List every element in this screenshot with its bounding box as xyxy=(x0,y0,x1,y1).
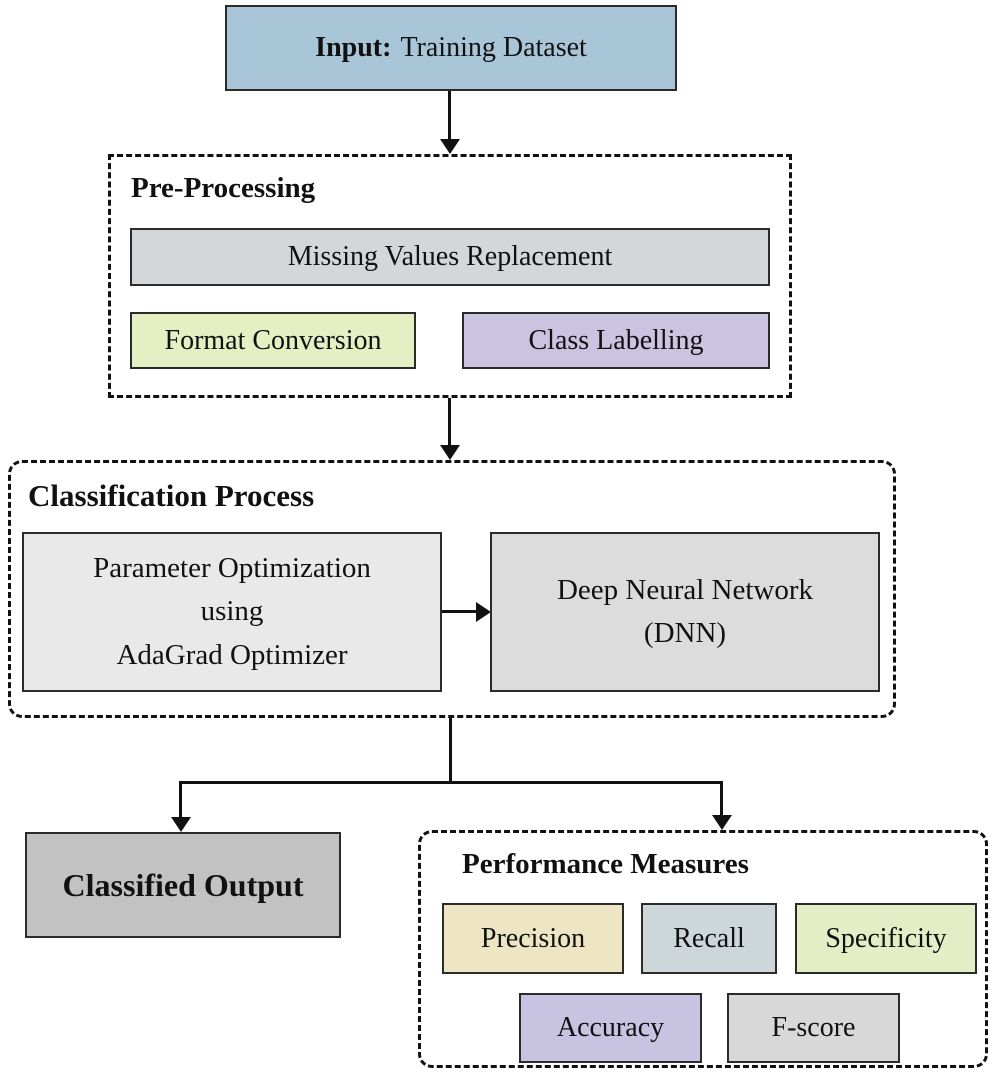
arrowhead-input-to-preprocessing xyxy=(440,139,460,154)
connector-split-line xyxy=(180,781,723,784)
parameter-optimization-line3: AdaGrad Optimizer xyxy=(116,638,348,671)
connector-right-branch-line xyxy=(720,781,723,817)
arrow-line-preprocessing-to-classification xyxy=(448,398,451,446)
parameter-optimization-line2: using xyxy=(200,595,264,628)
performance-title: Performance Measures xyxy=(462,848,749,880)
arrowhead-preprocessing-to-classification xyxy=(440,445,460,460)
dnn-line2: (DNN) xyxy=(643,617,727,649)
connector-left-branch-line xyxy=(179,781,182,819)
specificity-box: Specificity xyxy=(795,903,977,974)
connector-stem-line xyxy=(449,716,452,783)
parameter-optimization-box: Parameter Optimization using AdaGrad Opt… xyxy=(22,532,442,692)
arrowhead-to-classified-output xyxy=(171,817,191,832)
missing-values-replacement-box: Missing Values Replacement xyxy=(130,228,770,286)
format-conversion-box: Format Conversion xyxy=(130,312,416,369)
input-label-rest: Training Dataset xyxy=(400,32,587,64)
preprocessing-title: Pre-Processing xyxy=(131,172,316,204)
input-training-dataset-box: Input: Training Dataset xyxy=(225,5,677,91)
arrow-line-input-to-preprocessing xyxy=(448,91,451,140)
arrow-line-optimizer-to-dnn xyxy=(442,610,477,613)
classification-title: Classification Process xyxy=(28,478,315,513)
dnn-line1: Deep Neural Network xyxy=(556,573,814,606)
f-score-box: F-score xyxy=(727,993,900,1063)
arrowhead-to-performance-measures xyxy=(712,815,732,830)
accuracy-box: Accuracy xyxy=(519,993,702,1063)
input-label-bold: Input: xyxy=(315,32,392,64)
class-labelling-box: Class Labelling xyxy=(462,312,770,369)
recall-box: Recall xyxy=(641,903,777,974)
classified-output-box: Classified Output xyxy=(25,832,341,938)
dnn-box: Deep Neural Network (DNN) xyxy=(490,532,880,692)
precision-box: Precision xyxy=(442,903,624,974)
arrowhead-optimizer-to-dnn xyxy=(476,602,491,622)
parameter-optimization-line1: Parameter Optimization xyxy=(93,551,371,584)
